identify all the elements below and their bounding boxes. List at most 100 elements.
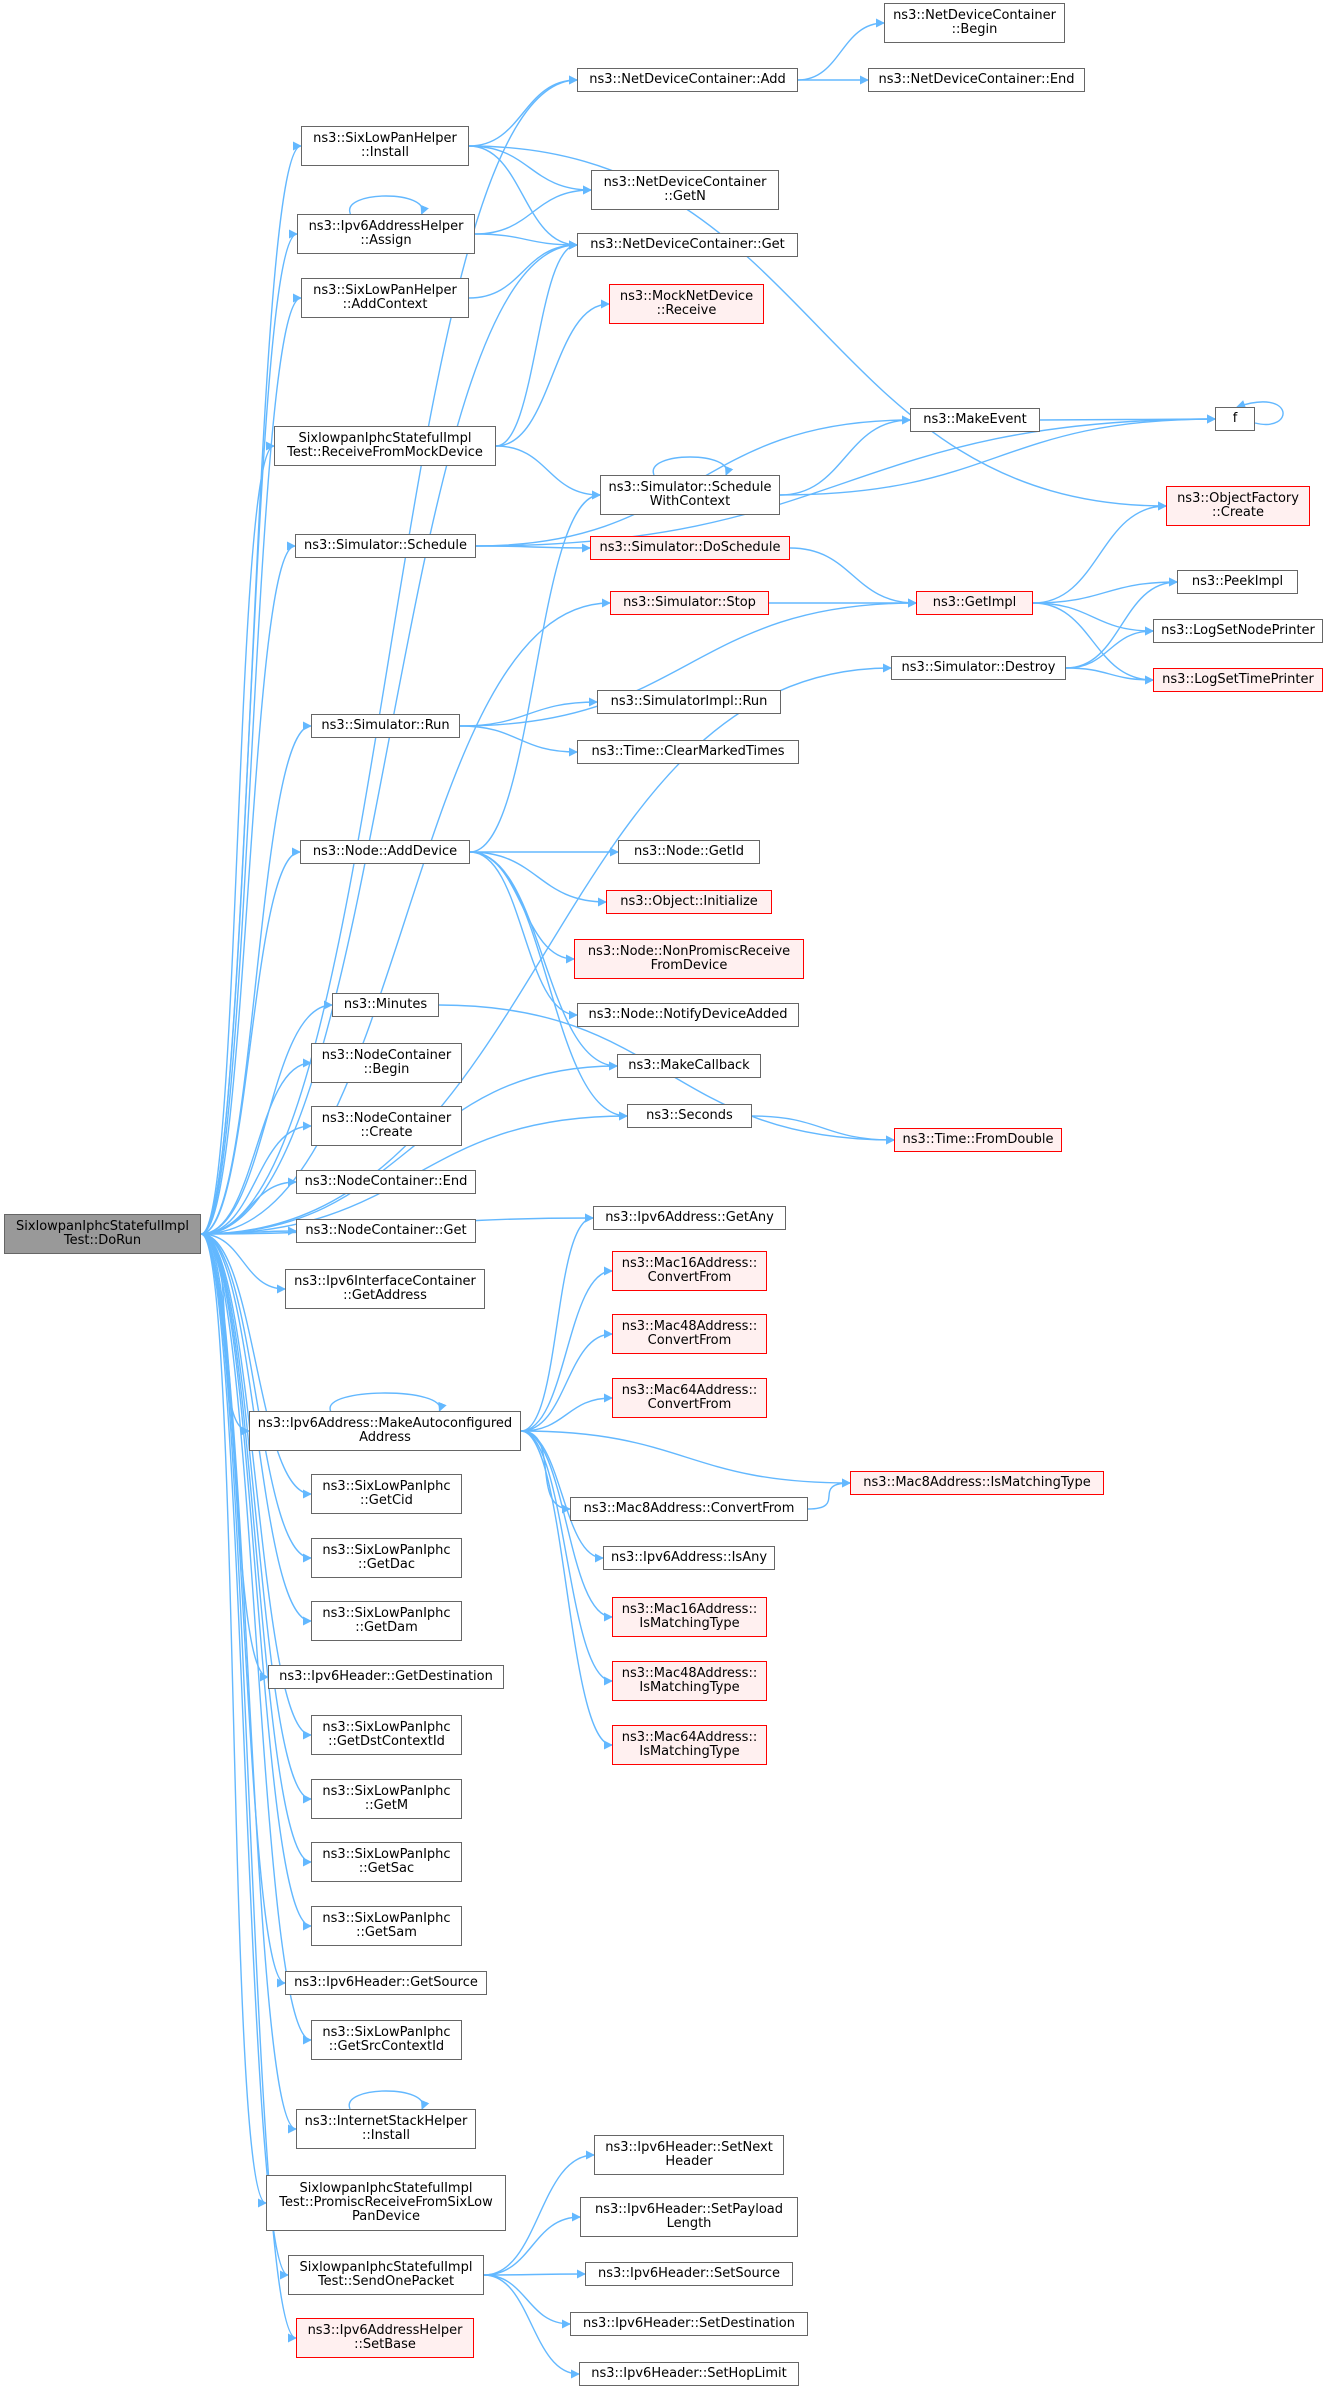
self-loop-ipv6_makeauto <box>329 1392 447 1412</box>
edge-root-to-ipv6ah_setbase <box>200 1233 297 2343</box>
node-ipv6h-getdest[interactable]: ns3::Ipv6Header::GetDestination <box>268 1665 504 1689</box>
node-node-notify[interactable]: ns3::Node::NotifyDeviceAdded <box>577 1003 799 1027</box>
edge-node_adddevice-to-object_init <box>469 851 607 907</box>
edge-sendonepacket-to-ipv6h_setpayload <box>483 2212 581 2276</box>
node-logsetnodeprinter[interactable]: ns3::LogSetNodePrinter <box>1153 619 1323 643</box>
edge-slph_install-to-ndc_add <box>468 75 578 147</box>
node-promiscreceive[interactable]: SixlowpanIphcStatefulImpl Test::PromiscR… <box>266 2175 506 2231</box>
self-loop-sim_schedctx <box>652 456 734 476</box>
node-mac64-ismatch[interactable]: ns3::Mac64Address:: IsMatchingType <box>612 1725 767 1765</box>
node-ipv6h-sethoplimit[interactable]: ns3::Ipv6Header::SetHopLimit <box>579 2362 799 2386</box>
node-ipv6ic-getaddr[interactable]: ns3::Ipv6InterfaceContainer ::GetAddress <box>285 1269 485 1309</box>
node-mac48-ismatch[interactable]: ns3::Mac48Address:: IsMatchingType <box>612 1661 767 1701</box>
node-ndc-add[interactable]: ns3::NetDeviceContainer::Add <box>577 68 798 92</box>
node-nc-begin[interactable]: ns3::NodeContainer ::Begin <box>311 1043 462 1083</box>
node-mac8-convert[interactable]: ns3::Mac8Address::ConvertFrom <box>570 1497 808 1521</box>
node-ipv6-makeauto[interactable]: ns3::Ipv6Address::MakeAutoconfigured Add… <box>249 1411 521 1451</box>
node-slph-install[interactable]: ns3::SixLowPanHelper ::Install <box>301 126 469 166</box>
edge-ipv6_makeauto-to-mac64_convert <box>520 1393 613 1432</box>
node-ipv6h-setpayload[interactable]: ns3::Ipv6Header::SetPayload Length <box>580 2197 798 2237</box>
node-ndc-begin[interactable]: ns3::NetDeviceContainer ::Begin <box>884 3 1065 43</box>
edge-node_adddevice-to-seconds <box>469 851 628 1121</box>
node-nc-end[interactable]: ns3::NodeContainer::End <box>296 1170 476 1194</box>
node-makecallback[interactable]: ns3::MakeCallback <box>617 1054 761 1078</box>
node-node-getid[interactable]: ns3::Node::GetId <box>618 840 760 864</box>
edge-getimpl-to-logsetnodeprinter <box>1032 602 1154 636</box>
edge-sendonepacket-to-ipv6h_setsource <box>483 2269 586 2279</box>
edge-ipv6ah_assign-to-ndc_getn <box>474 185 592 235</box>
node-ipv6addr-getany[interactable]: ns3::Ipv6Address::GetAny <box>593 1206 786 1230</box>
edge-seconds-to-time_fromdouble <box>751 1115 895 1145</box>
node-f[interactable]: f <box>1215 407 1255 431</box>
node-mac16-ismatch[interactable]: ns3::Mac16Address:: IsMatchingType <box>612 1597 767 1637</box>
node-ndc-get[interactable]: ns3::NetDeviceContainer::Get <box>577 233 798 257</box>
node-sim-run[interactable]: ns3::Simulator::Run <box>311 714 460 738</box>
edge-root-to-makecallback <box>200 1061 618 1235</box>
node-getimpl[interactable]: ns3::GetImpl <box>916 591 1033 615</box>
node-iphc-getcid[interactable]: ns3::SixLowPanIphc ::GetCid <box>311 1474 462 1514</box>
node-ipv6addr-isany[interactable]: ns3::Ipv6Address::IsAny <box>603 1546 775 1570</box>
edge-root-to-ndc_add <box>200 75 578 1235</box>
node-ipv6h-setnext[interactable]: ns3::Ipv6Header::SetNext Header <box>594 2135 784 2175</box>
node-objfactory-create[interactable]: ns3::ObjectFactory ::Create <box>1166 486 1310 526</box>
node-object-init[interactable]: ns3::Object::Initialize <box>606 890 772 914</box>
node-ipv6ah-setbase[interactable]: ns3::Ipv6AddressHelper ::SetBase <box>296 2318 474 2358</box>
node-mnd-receive[interactable]: ns3::MockNetDevice ::Receive <box>609 284 764 324</box>
node-iphc-getsam[interactable]: ns3::SixLowPanIphc ::GetSam <box>311 1906 462 1946</box>
node-ndc-end[interactable]: ns3::NetDeviceContainer::End <box>868 68 1085 92</box>
node-logsettimeprinter[interactable]: ns3::LogSetTimePrinter <box>1153 668 1323 692</box>
edge-root-to-ipv6ah_assign <box>200 229 298 1235</box>
node-makeevent[interactable]: ns3::MakeEvent <box>910 408 1040 432</box>
node-root[interactable]: SixlowpanIphcStatefulImpl Test::DoRun <box>4 1214 201 1254</box>
node-ipv6h-setdest[interactable]: ns3::Ipv6Header::SetDestination <box>570 2312 808 2336</box>
edge-slph_install-to-ndc_getn <box>468 145 592 195</box>
edge-sendonepacket-to-ipv6h_setnext <box>483 2150 595 2276</box>
edge-ipv6_makeauto-to-mac64_ismatch <box>520 1430 613 1750</box>
edge-ipv6_makeauto-to-mac16_convert <box>520 1266 613 1432</box>
node-ish-install[interactable]: ns3::InternetStackHelper ::Install <box>296 2109 476 2149</box>
node-node-adddevice[interactable]: ns3::Node::AddDevice <box>300 840 470 864</box>
edge-root-to-iphc_getm <box>200 1233 312 1804</box>
node-mac8-ismatch[interactable]: ns3::Mac8Address::IsMatchingType <box>850 1471 1104 1495</box>
node-simimpl-run[interactable]: ns3::SimulatorImpl::Run <box>597 690 781 714</box>
edge-root-to-sim_run <box>200 721 312 1235</box>
node-mac16-convert[interactable]: ns3::Mac16Address:: ConvertFrom <box>612 1251 767 1291</box>
node-time-fromdouble[interactable]: ns3::Time::FromDouble <box>894 1128 1062 1152</box>
edge-root-to-promiscreceive <box>200 1233 267 2208</box>
node-ipv6ah-assign[interactable]: ns3::Ipv6AddressHelper ::Assign <box>297 214 475 254</box>
node-mac64-convert[interactable]: ns3::Mac64Address:: ConvertFrom <box>612 1378 767 1418</box>
node-iphc-getdstctx[interactable]: ns3::SixLowPanIphc ::GetDstContextId <box>311 1715 462 1755</box>
node-sim-destroy[interactable]: ns3::Simulator::Destroy <box>891 656 1066 680</box>
node-iphc-getdac[interactable]: ns3::SixLowPanIphc ::GetDac <box>311 1538 462 1578</box>
node-sim-schedctx[interactable]: ns3::Simulator::Schedule WithContext <box>600 475 780 515</box>
node-node-nonpromisc[interactable]: ns3::Node::NonPromiscReceive FromDevice <box>574 939 804 979</box>
node-sim-schedule[interactable]: ns3::Simulator::Schedule <box>295 534 476 558</box>
node-nc-create[interactable]: ns3::NodeContainer ::Create <box>311 1106 462 1146</box>
node-ipv6h-setsource[interactable]: ns3::Ipv6Header::SetSource <box>585 2262 793 2286</box>
node-time-clearmarked[interactable]: ns3::Time::ClearMarkedTimes <box>577 740 799 764</box>
edge-sim_destroy-to-peekimpl <box>1065 577 1178 669</box>
node-iphc-getsrcctx[interactable]: ns3::SixLowPanIphc ::GetSrcContextId <box>311 2020 462 2060</box>
node-receivefrommock[interactable]: SixlowpanIphcStatefulImpl Test::ReceiveF… <box>274 426 496 466</box>
edge-receivefrommock-to-sim_schedctx <box>495 445 601 500</box>
node-iphc-getdam[interactable]: ns3::SixLowPanIphc ::GetDam <box>311 1601 462 1641</box>
node-iphc-getsac[interactable]: ns3::SixLowPanIphc ::GetSac <box>311 1842 462 1882</box>
node-sim-doschedule[interactable]: ns3::Simulator::DoSchedule <box>590 536 790 560</box>
node-peekimpl[interactable]: ns3::PeekImpl <box>1177 570 1298 594</box>
edge-sim_destroy-to-logsetnodeprinter <box>1065 626 1154 669</box>
node-ipv6h-getsource[interactable]: ns3::Ipv6Header::GetSource <box>285 1971 487 1995</box>
node-ndc-getn[interactable]: ns3::NetDeviceContainer ::GetN <box>591 170 779 210</box>
edge-root-to-nc_create <box>200 1121 312 1235</box>
node-minutes[interactable]: ns3::Minutes <box>332 993 439 1017</box>
node-sim-stop[interactable]: ns3::Simulator::Stop <box>610 591 769 615</box>
node-nc-get[interactable]: ns3::NodeContainer::Get <box>296 1219 476 1243</box>
node-slph-addctx[interactable]: ns3::SixLowPanHelper ::AddContext <box>301 278 469 318</box>
node-seconds[interactable]: ns3::Seconds <box>627 1104 752 1128</box>
edge-root-to-iphc_getdac <box>200 1233 312 1563</box>
node-iphc-getm[interactable]: ns3::SixLowPanIphc ::GetM <box>311 1779 462 1819</box>
edge-ndc_add-to-ndc_begin <box>797 18 885 81</box>
node-mac48-convert[interactable]: ns3::Mac48Address:: ConvertFrom <box>612 1314 767 1354</box>
node-sendonepacket[interactable]: SixlowpanIphcStatefulImpl Test::SendOneP… <box>288 2255 484 2295</box>
